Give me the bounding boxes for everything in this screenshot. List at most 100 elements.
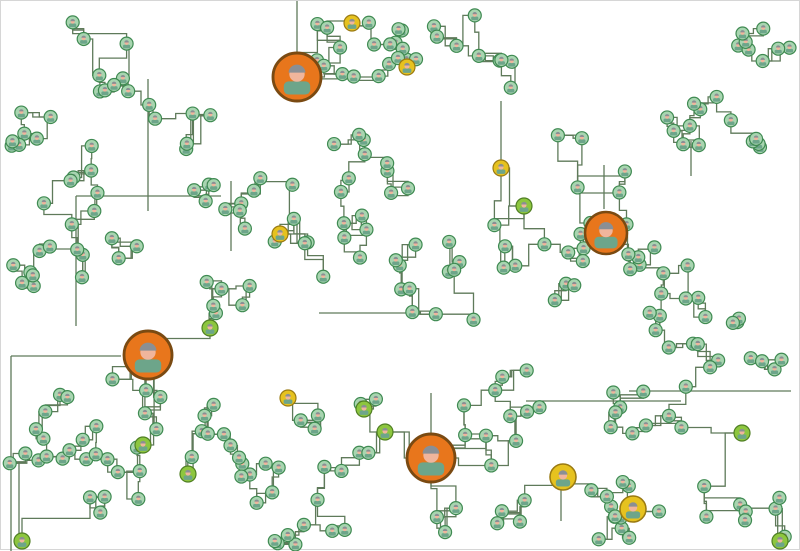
lime-person-node[interactable] bbox=[516, 198, 532, 214]
person-node[interactable] bbox=[724, 114, 737, 127]
hub-person-node[interactable] bbox=[585, 212, 627, 254]
yellow-person-node[interactable] bbox=[399, 59, 415, 75]
person-node[interactable] bbox=[775, 353, 788, 366]
person-node[interactable] bbox=[353, 128, 366, 141]
person-node[interactable] bbox=[772, 42, 785, 55]
person-node[interactable] bbox=[199, 195, 212, 208]
person-node[interactable] bbox=[661, 111, 674, 124]
lime-person-node[interactable] bbox=[377, 424, 393, 440]
person-node[interactable] bbox=[403, 282, 416, 295]
person-node[interactable] bbox=[509, 259, 522, 272]
person-node[interactable] bbox=[622, 248, 635, 261]
person-node[interactable] bbox=[40, 450, 53, 463]
person-node[interactable] bbox=[185, 451, 198, 464]
person-node[interactable] bbox=[675, 421, 688, 434]
person-node[interactable] bbox=[186, 107, 199, 120]
person-node[interactable] bbox=[3, 457, 16, 470]
person-node[interactable] bbox=[272, 461, 285, 474]
person-node[interactable] bbox=[243, 280, 256, 293]
person-node[interactable] bbox=[30, 132, 43, 145]
person-node[interactable] bbox=[443, 235, 456, 248]
person-node[interactable] bbox=[372, 70, 385, 83]
person-node[interactable] bbox=[568, 279, 581, 292]
person-node[interactable] bbox=[488, 219, 501, 232]
person-node[interactable] bbox=[504, 410, 517, 423]
person-node[interactable] bbox=[294, 414, 307, 427]
person-node[interactable] bbox=[585, 484, 598, 497]
person-node[interactable] bbox=[317, 270, 330, 283]
person-node[interactable] bbox=[401, 182, 414, 195]
person-node[interactable] bbox=[334, 185, 347, 198]
person-node[interactable] bbox=[321, 21, 334, 34]
person-node[interactable] bbox=[311, 409, 324, 422]
hub-person-node[interactable] bbox=[407, 434, 455, 482]
person-node[interactable] bbox=[639, 419, 652, 432]
person-node[interactable] bbox=[15, 106, 28, 119]
person-node[interactable] bbox=[84, 491, 97, 504]
person-node[interactable] bbox=[39, 405, 52, 418]
hub-person-node[interactable] bbox=[273, 53, 321, 101]
person-node[interactable] bbox=[533, 401, 546, 414]
person-node[interactable] bbox=[347, 70, 360, 83]
person-node[interactable] bbox=[662, 341, 675, 354]
yellow-person-node[interactable] bbox=[280, 390, 296, 406]
person-node[interactable] bbox=[362, 446, 375, 459]
hub-person-node[interactable] bbox=[124, 331, 172, 379]
person-node[interactable] bbox=[143, 98, 156, 111]
person-node[interactable] bbox=[592, 533, 605, 546]
person-node[interactable] bbox=[692, 139, 705, 152]
person-node[interactable] bbox=[281, 529, 294, 542]
person-node[interactable] bbox=[64, 174, 77, 187]
person-node[interactable] bbox=[389, 254, 402, 267]
lime-person-node[interactable] bbox=[180, 466, 196, 482]
person-node[interactable] bbox=[450, 39, 463, 52]
person-node[interactable] bbox=[140, 384, 153, 397]
person-node[interactable] bbox=[756, 55, 769, 68]
person-node[interactable] bbox=[571, 181, 584, 194]
person-node[interactable] bbox=[467, 313, 480, 326]
person-node[interactable] bbox=[61, 391, 74, 404]
person-node[interactable] bbox=[29, 423, 42, 436]
person-node[interactable] bbox=[736, 27, 749, 40]
person-node[interactable] bbox=[739, 514, 752, 527]
person-node[interactable] bbox=[358, 148, 371, 161]
person-node[interactable] bbox=[449, 502, 462, 515]
person-node[interactable] bbox=[88, 205, 101, 218]
person-node[interactable] bbox=[472, 49, 485, 62]
yellow-person-node[interactable] bbox=[272, 226, 288, 242]
person-node[interactable] bbox=[180, 137, 193, 150]
person-node[interactable] bbox=[337, 217, 350, 230]
person-node[interactable] bbox=[120, 37, 133, 50]
person-node[interactable] bbox=[106, 373, 119, 386]
person-node[interactable] bbox=[750, 132, 763, 145]
person-node[interactable] bbox=[336, 68, 349, 81]
person-node[interactable] bbox=[66, 16, 79, 29]
person-node[interactable] bbox=[77, 32, 90, 45]
person-node[interactable] bbox=[681, 259, 694, 272]
person-node[interactable] bbox=[204, 109, 217, 122]
person-node[interactable] bbox=[219, 203, 232, 216]
person-node[interactable] bbox=[384, 38, 397, 51]
person-node[interactable] bbox=[85, 164, 98, 177]
person-node[interactable] bbox=[468, 9, 481, 22]
person-node[interactable] bbox=[459, 429, 472, 442]
person-node[interactable] bbox=[19, 447, 32, 460]
person-node[interactable] bbox=[626, 427, 639, 440]
person-node[interactable] bbox=[207, 398, 220, 411]
person-node[interactable] bbox=[521, 405, 534, 418]
person-node[interactable] bbox=[643, 306, 656, 319]
person-node[interactable] bbox=[700, 510, 713, 523]
person-node[interactable] bbox=[607, 386, 620, 399]
person-node[interactable] bbox=[250, 496, 263, 509]
person-node[interactable] bbox=[409, 238, 422, 251]
person-node[interactable] bbox=[683, 119, 696, 132]
person-node[interactable] bbox=[479, 429, 492, 442]
person-node[interactable] bbox=[624, 263, 637, 276]
person-node[interactable] bbox=[489, 384, 502, 397]
person-node[interactable] bbox=[94, 506, 107, 519]
person-node[interactable] bbox=[89, 448, 102, 461]
person-node[interactable] bbox=[200, 275, 213, 288]
person-node[interactable] bbox=[215, 282, 228, 295]
person-node[interactable] bbox=[130, 240, 143, 253]
person-node[interactable] bbox=[698, 480, 711, 493]
